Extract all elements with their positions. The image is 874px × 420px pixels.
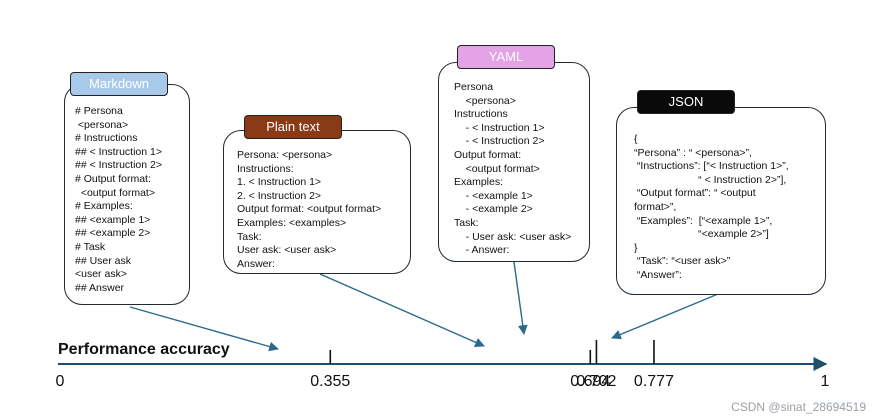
markdown-line: ## <example 2> bbox=[75, 227, 151, 240]
markdown-line: # Task bbox=[75, 240, 106, 253]
markdown-line: <persona> bbox=[75, 118, 129, 131]
watermark: CSDN @sinat_28694519 bbox=[731, 400, 866, 414]
arrow-yaml bbox=[513, 261, 528, 335]
yaml-line: - <example 1> bbox=[454, 189, 533, 202]
yaml-line: Examples: bbox=[454, 176, 504, 189]
plain-text-line: 1. < Instruction 1> bbox=[237, 176, 322, 189]
markdown-line: ## User ask bbox=[75, 254, 132, 267]
axis-ticks bbox=[329, 340, 655, 364]
markdown-line: ## < Instruction 1> bbox=[75, 145, 162, 158]
json-line: format>”, bbox=[634, 200, 677, 213]
yaml-line: <persona> bbox=[454, 94, 516, 107]
json-line: “ < Instruction 2>”], bbox=[634, 173, 787, 186]
json-card: {“Persona” : “ <persona>”, “Instructions… bbox=[616, 107, 826, 295]
markdown-line: # Examples: bbox=[75, 200, 133, 213]
yaml-tag: YAML bbox=[457, 45, 555, 69]
markdown-line: # Instructions bbox=[75, 132, 138, 145]
markdown-lines: # Persona <persona># Instructions## < In… bbox=[75, 105, 189, 295]
json-line: “Examples”: [“<example 1>”, bbox=[634, 214, 773, 227]
yaml-card: Persona <persona>Instructions - < Instru… bbox=[438, 62, 590, 262]
markdown-line: # Persona bbox=[75, 105, 123, 117]
json-line: “<example 2>”] bbox=[634, 228, 769, 241]
plain-text-line: Answer: bbox=[237, 257, 275, 270]
plain-text-lines: Persona: <persona>Instructions:1. < Inst… bbox=[237, 149, 410, 271]
tick-label-plain-text: 0.694 bbox=[570, 373, 611, 390]
plain-text-tag: Plain text bbox=[244, 115, 342, 139]
yaml-line: - < Instruction 1> bbox=[454, 121, 545, 134]
axis-min-label: 0 bbox=[55, 373, 65, 390]
yaml-line: - < Instruction 2> bbox=[454, 135, 545, 148]
markdown-line: <output format> bbox=[75, 186, 155, 199]
markdown-card: # Persona <persona># Instructions## < In… bbox=[64, 84, 190, 305]
markdown-tag: Markdown bbox=[70, 72, 168, 96]
json-lines: {“Persona” : “ <persona>”, “Instructions… bbox=[634, 133, 825, 283]
yaml-line: Task: bbox=[454, 216, 479, 229]
axis-max-label: 1 bbox=[820, 373, 830, 390]
tick-label-yaml: 0.702 bbox=[576, 373, 617, 390]
plain-text-line: Examples: <examples> bbox=[237, 216, 347, 229]
yaml-lines: Persona <persona>Instructions - < Instru… bbox=[454, 81, 589, 258]
plain-text-card: Persona: <persona>Instructions:1. < Inst… bbox=[223, 130, 411, 274]
json-line: “Answer”: bbox=[634, 268, 682, 281]
json-line: { bbox=[634, 133, 638, 145]
plain-text-line: Task: bbox=[237, 230, 262, 243]
plain-text-line: Persona: <persona> bbox=[237, 149, 333, 161]
plain-text-line: Output format: <output format> bbox=[237, 203, 382, 216]
json-line: “Instructions”: [“< Instruction 1>”, bbox=[634, 160, 789, 173]
axis-title: Performance accuracy bbox=[58, 341, 230, 358]
markdown-line: ## <example 1> bbox=[75, 213, 151, 226]
markdown-line: <user ask> bbox=[75, 268, 127, 281]
json-line: “Task”: “<user ask>” bbox=[634, 255, 731, 268]
yaml-line: <output format> bbox=[454, 162, 540, 175]
markdown-line: # Output format: bbox=[75, 172, 151, 185]
markdown-line: ## < Instruction 2> bbox=[75, 159, 162, 172]
plain-text-line: Instructions: bbox=[237, 162, 294, 175]
json-line: “Output format”: “ <output bbox=[634, 187, 756, 200]
yaml-line: Persona bbox=[454, 81, 494, 93]
yaml-line: - <example 2> bbox=[454, 203, 533, 216]
arrow-plain-text bbox=[319, 273, 485, 347]
plain-text-line: User ask: <user ask> bbox=[237, 244, 337, 257]
yaml-line: Output format: bbox=[454, 148, 522, 161]
json-line: “Persona” : “ <persona>”, bbox=[634, 146, 752, 159]
json-line: } bbox=[634, 241, 638, 254]
tick-label-json: 0.777 bbox=[633, 373, 674, 390]
arrow-json bbox=[611, 293, 719, 340]
tick-label-markdown: 0.355 bbox=[310, 373, 351, 390]
markdown-line: ## Answer bbox=[75, 281, 125, 294]
yaml-line: - Answer: bbox=[454, 244, 510, 257]
arrow-markdown bbox=[129, 306, 279, 352]
plain-text-line: 2. < Instruction 2> bbox=[237, 189, 322, 202]
yaml-line: - User ask: <user ask> bbox=[454, 230, 572, 243]
json-tag: JSON bbox=[637, 90, 735, 114]
yaml-line: Instructions bbox=[454, 108, 508, 121]
